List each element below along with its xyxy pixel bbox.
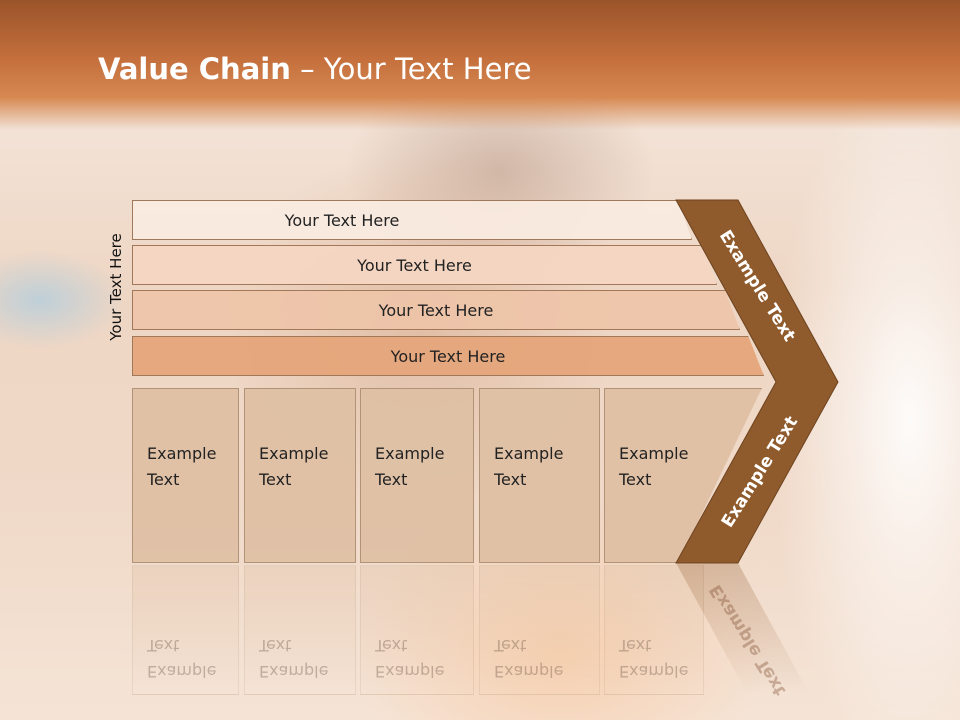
title-bold: Value Chain xyxy=(98,52,291,86)
support-bar-1-label: Your Text Here xyxy=(284,210,400,230)
activity-4-line2: Text xyxy=(494,470,527,489)
activity-1-line1: Example xyxy=(147,444,217,463)
support-bar-2: Your Text Here xyxy=(132,245,717,285)
title-rest: – Your Text Here xyxy=(290,52,532,86)
support-bar-2-label: Your Text Here xyxy=(357,255,472,275)
support-bar-4: Your Text Here xyxy=(132,336,764,376)
activity-4-line1: Example xyxy=(494,444,564,463)
slide-title: Value Chain – Your Text Here xyxy=(98,52,532,86)
chevron-reflection xyxy=(676,563,810,695)
activity-3-line2: Text xyxy=(375,470,408,489)
title-banner xyxy=(0,0,960,130)
activity-3-line1: Example xyxy=(375,444,445,463)
activity-1-line2: Text xyxy=(147,470,180,489)
activity-2-line1: Example xyxy=(259,444,329,463)
support-bar-1: Your Text Here xyxy=(132,200,692,240)
activity-5-line1: Example xyxy=(619,444,689,463)
support-bar-3-label: Your Text Here xyxy=(378,300,494,320)
support-bar-4-label: Your Text Here xyxy=(390,346,506,366)
activity-5-line2: Text xyxy=(619,470,652,489)
support-bar-3: Your Text Here xyxy=(132,290,740,330)
activity-2-line2: Text xyxy=(259,470,292,489)
chevron-shape xyxy=(675,199,839,564)
